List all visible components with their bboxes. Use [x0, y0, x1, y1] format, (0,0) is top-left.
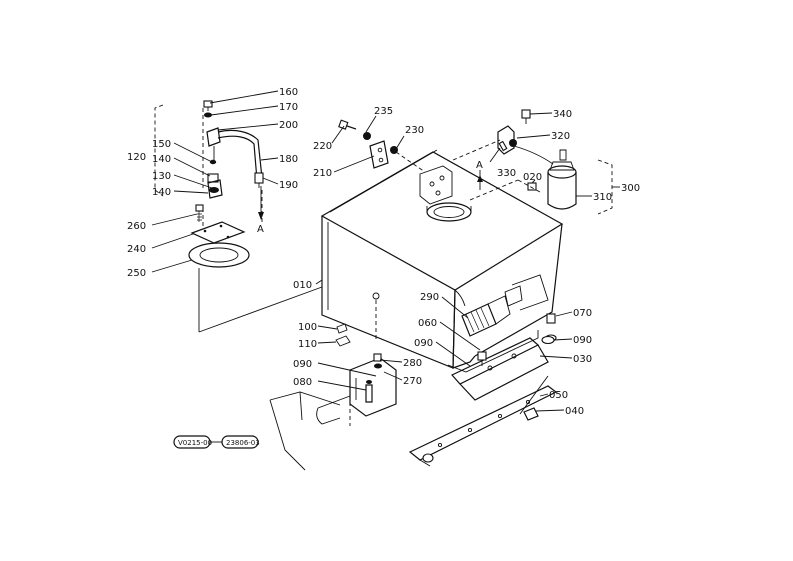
callout-210: 210: [313, 168, 332, 179]
callout-030: 030: [573, 354, 592, 365]
callout-220: 220: [313, 141, 332, 152]
callout-140: 140: [152, 154, 171, 165]
callout-120: 120: [127, 152, 146, 163]
callout-330: 330: [497, 168, 516, 179]
callout-290: 290: [420, 292, 439, 303]
callout-180: 180: [279, 154, 298, 165]
callout-200: 200: [279, 120, 298, 131]
callout-020: 020: [523, 172, 542, 183]
callout-250: 250: [127, 268, 146, 279]
callout-130: 130: [152, 171, 171, 182]
callout-080: 080: [293, 377, 312, 388]
callout-310: 310: [593, 192, 612, 203]
callout-090: 090: [414, 338, 433, 349]
callout-160: 160: [279, 87, 298, 98]
callout-070: 070: [573, 308, 592, 319]
callout-260: 260: [127, 221, 146, 232]
callout-140: 140: [152, 187, 171, 198]
callout-280: 280: [403, 358, 422, 369]
callout-150: 150: [152, 139, 171, 150]
fuel-strainer: [461, 295, 511, 337]
callout-050: 050: [549, 390, 568, 401]
arrow-label-a: A: [257, 224, 264, 235]
fuel-filter-assembly: [452, 109, 613, 215]
leader-lines-gauge: [198, 108, 323, 333]
tank-bracket-assembly: [338, 119, 426, 173]
stamp-right-box: [221, 435, 259, 449]
callout-170: 170: [279, 102, 298, 113]
arrow-label-a: A: [476, 160, 483, 171]
callout-270: 270: [403, 376, 422, 387]
stamp-right: 23806-03: [226, 439, 260, 447]
fuel-tank: [320, 149, 564, 373]
tank-base-mounts: [269, 292, 558, 471]
callout-040: 040: [565, 406, 584, 417]
callout-235: 235: [374, 106, 393, 117]
callout-010: 010: [293, 280, 312, 291]
callout-100: 100: [298, 322, 317, 333]
callout-090: 090: [573, 335, 592, 346]
callout-320: 320: [551, 131, 570, 142]
callout-340: 340: [553, 109, 572, 120]
callout-110: 110: [298, 339, 317, 350]
callout-300: 300: [621, 183, 640, 194]
callout-090: 090: [293, 359, 312, 370]
callout-leaders: [151, 90, 620, 412]
part-number-stamps: V0215-00 23806-03: [173, 435, 260, 449]
callout-230: 230: [405, 125, 424, 136]
stamp-left: V0215-00: [178, 439, 212, 447]
fuel-gauge-sender: [154, 100, 264, 268]
callout-190: 190: [279, 180, 298, 191]
callout-060: 060: [418, 318, 437, 329]
callout-labels: 160 170 200 150 120 140 130 140 180 190 …: [127, 87, 640, 417]
callout-240: 240: [127, 244, 146, 255]
